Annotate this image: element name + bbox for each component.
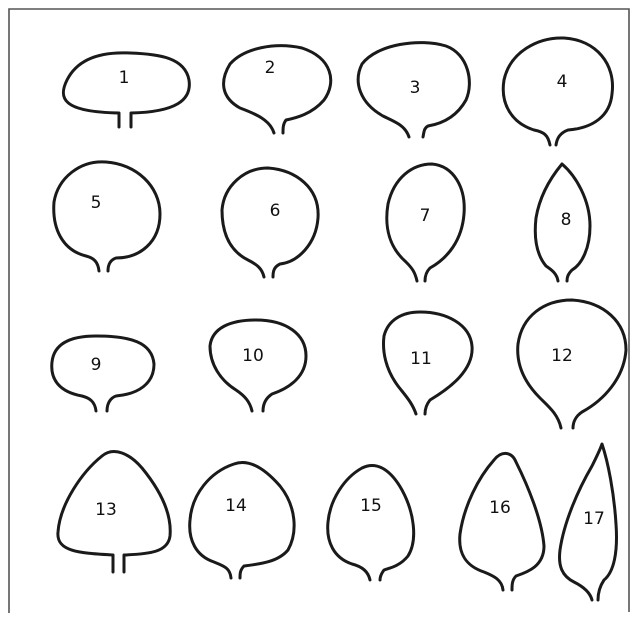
leaf-16-outline: [460, 453, 544, 590]
leaf-2: 2: [224, 46, 331, 133]
leaf-4-label: 4: [557, 72, 568, 92]
leaf-15-label: 15: [360, 496, 382, 516]
leaf-8: 8: [535, 164, 590, 281]
leaf-10-label: 10: [242, 346, 264, 366]
leaf-7-label: 7: [420, 206, 431, 226]
leaf-9: 9: [52, 336, 154, 411]
leaf-4: 4: [503, 38, 612, 145]
leaf-13-label: 13: [95, 500, 117, 520]
leaf-14-label: 14: [225, 496, 247, 516]
leaf-9-outline: [52, 336, 154, 411]
leaf-15-outline: [328, 465, 414, 580]
leaf-16-label: 16: [489, 498, 511, 518]
leaf-10: 10: [210, 320, 306, 411]
leaf-5-outline: [54, 162, 160, 271]
leaf-17: 17: [560, 444, 617, 600]
leaf-8-label: 8: [561, 210, 572, 230]
leaf-2-outline: [224, 46, 331, 133]
leaf-11-label: 11: [410, 349, 432, 369]
leaf-11: 11: [384, 312, 473, 414]
leaf-1: 1: [63, 53, 189, 127]
leaf-15: 15: [328, 465, 414, 580]
leaf-16: 16: [460, 453, 544, 590]
leaf-14: 14: [190, 462, 294, 578]
leaf-12-label: 12: [551, 346, 573, 366]
leaf-5: 5: [54, 162, 160, 271]
leaf-12: 12: [518, 300, 626, 428]
leaf-2-label: 2: [265, 58, 276, 78]
leaf-5-label: 5: [91, 193, 102, 213]
leaf-1-label: 1: [119, 68, 130, 88]
leaf-14-outline: [190, 462, 294, 578]
leaf-6-label: 6: [270, 201, 281, 221]
leaf-9-label: 9: [91, 355, 102, 375]
leaf-6: 6: [222, 168, 318, 277]
leaf-7: 7: [387, 164, 464, 281]
leaf-1-outline: [63, 53, 189, 127]
leaf-3-label: 3: [410, 78, 421, 98]
leaf-6-outline: [222, 168, 318, 277]
leaf-3: 3: [358, 43, 469, 137]
leaf-17-label: 17: [583, 509, 605, 529]
leaf-13: 13: [58, 452, 170, 572]
